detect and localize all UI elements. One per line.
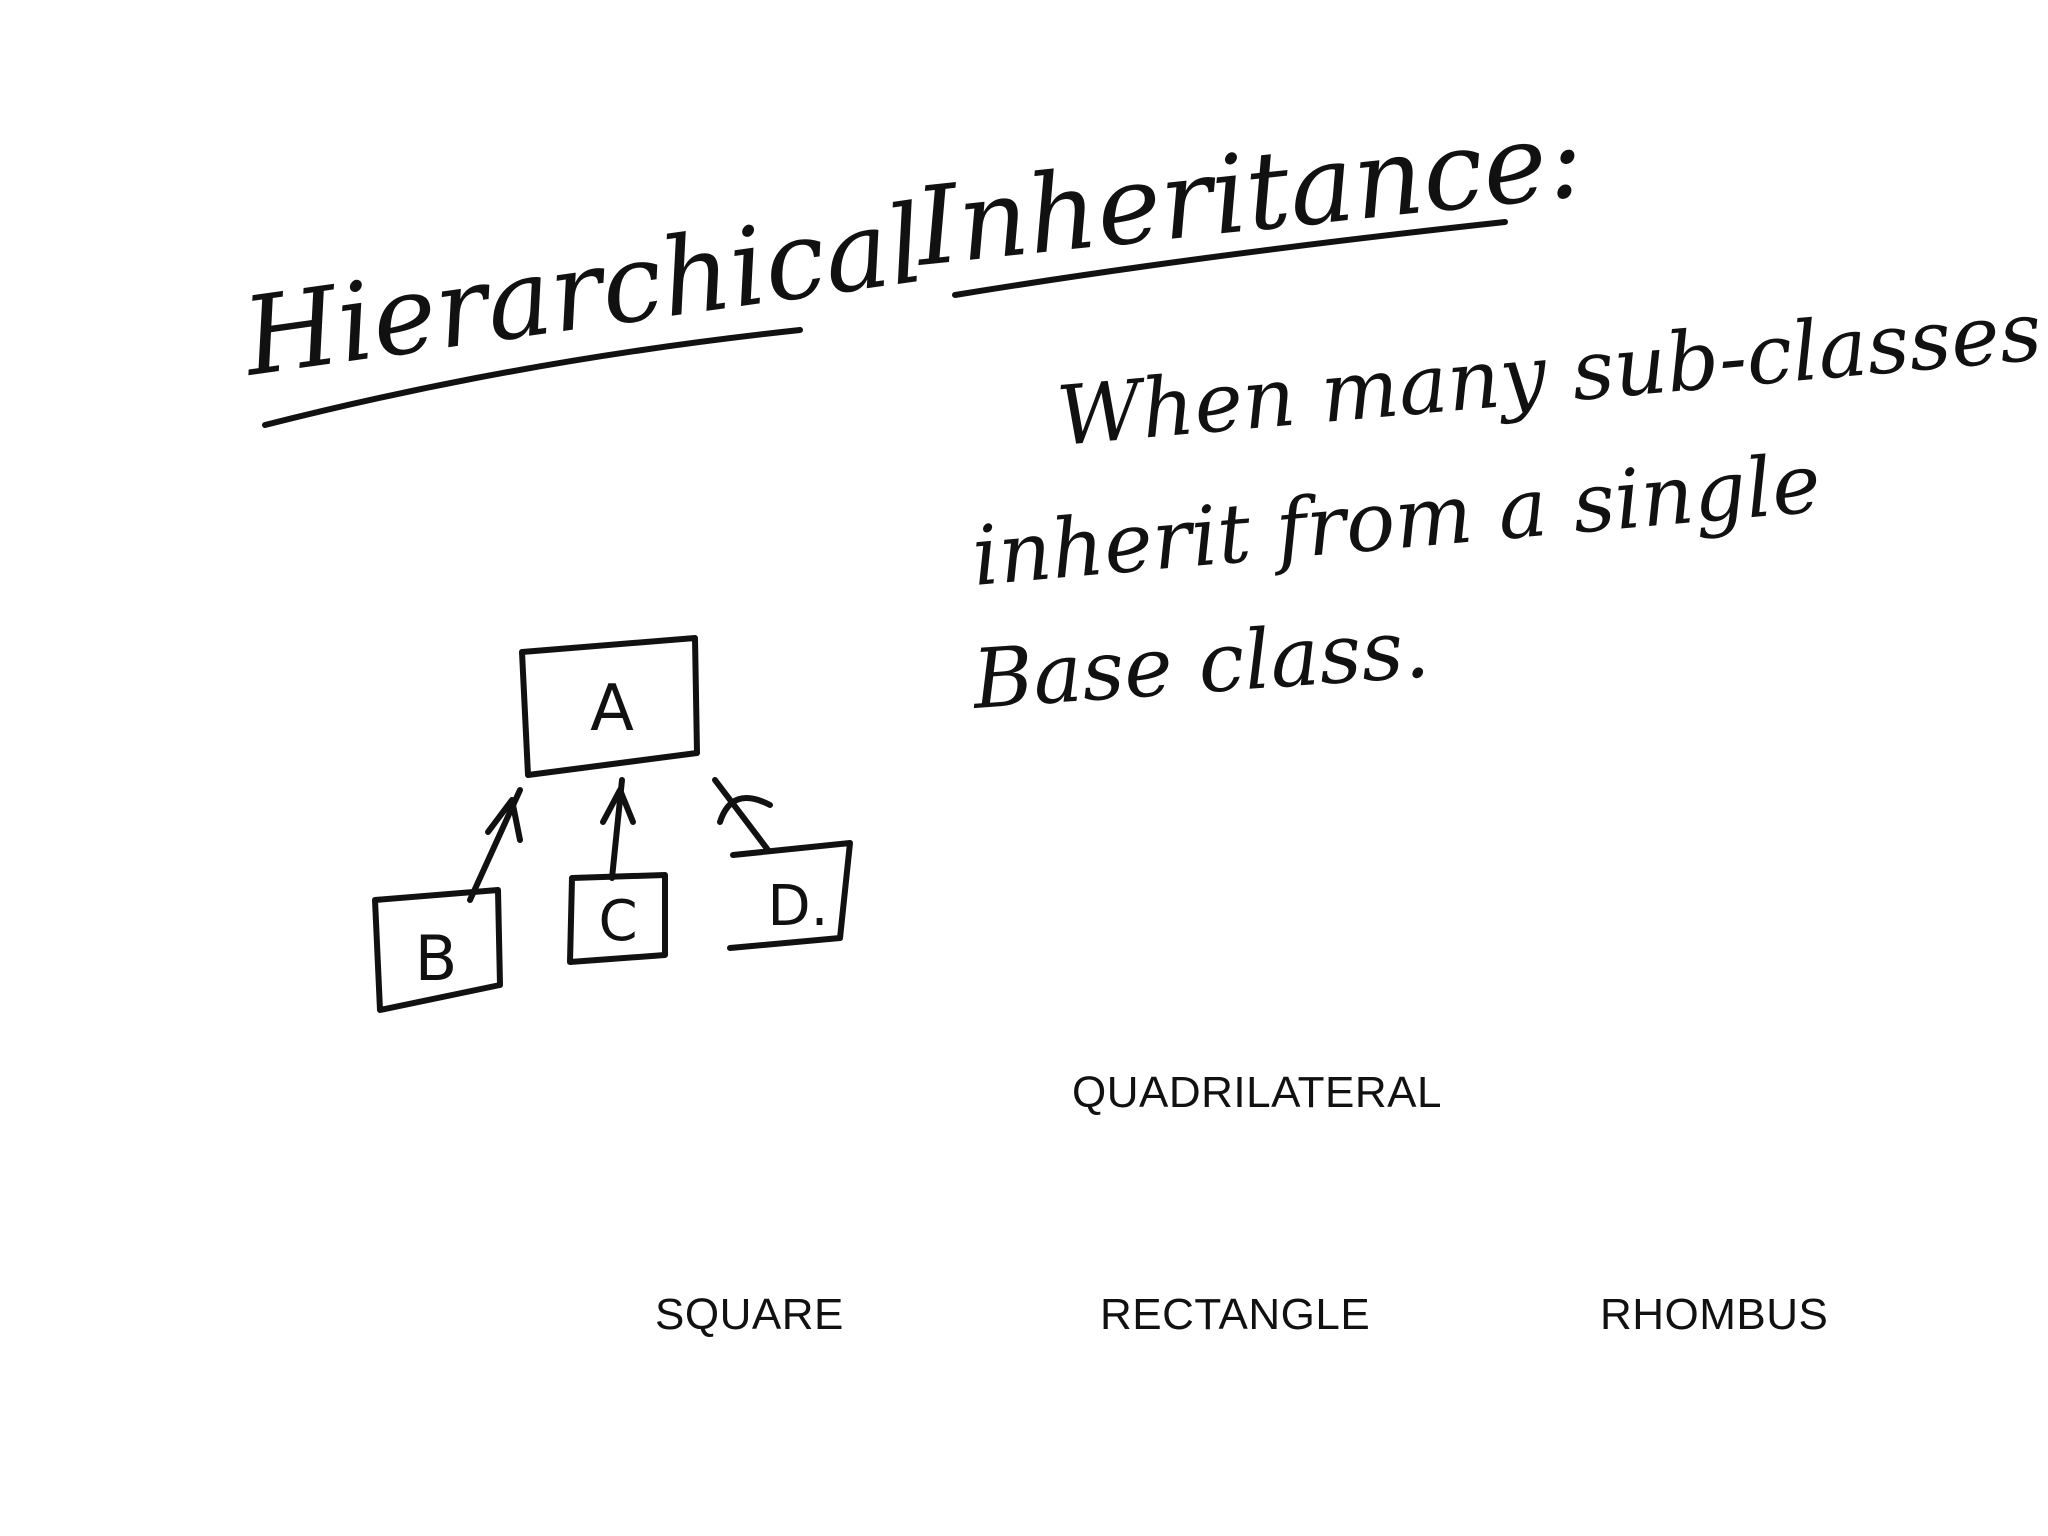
example-child-square: SQUARE: [655, 1290, 844, 1339]
label-a: A: [590, 672, 634, 746]
heading-word-inheritance: Inheritance:: [908, 97, 1589, 292]
arrowhead-b: [485, 797, 523, 843]
definition-line-1: When many sub-classes: [1053, 284, 2045, 465]
box-c: [567, 872, 668, 965]
box-d: [727, 840, 853, 951]
definition: When many sub-classes inherit from a sin…: [968, 284, 2045, 728]
heading-underline-1: [262, 327, 803, 428]
label-c: C: [598, 889, 637, 954]
example-child-rectangle: RECTANGLE: [1100, 1290, 1371, 1339]
arrow-d-to-a: [712, 777, 771, 853]
inheritance-diagram: A B C D.: [372, 635, 853, 1013]
example-child-rhombus: RHOMBUS: [1600, 1290, 1829, 1339]
arrowhead-c: [600, 787, 636, 825]
arrowhead-d: [717, 795, 773, 825]
box-a: [519, 635, 700, 778]
heading-word-hierarchical: Hierarchical: [234, 182, 931, 401]
definition-line-3: Base class.: [968, 601, 1433, 728]
label-b: B: [415, 922, 458, 995]
heading-underline-2: [952, 219, 1508, 298]
label-d: D.: [768, 874, 829, 939]
box-b: [372, 887, 503, 1013]
example-base-quadrilateral: QUADRILATERAL: [1072, 1068, 1442, 1117]
